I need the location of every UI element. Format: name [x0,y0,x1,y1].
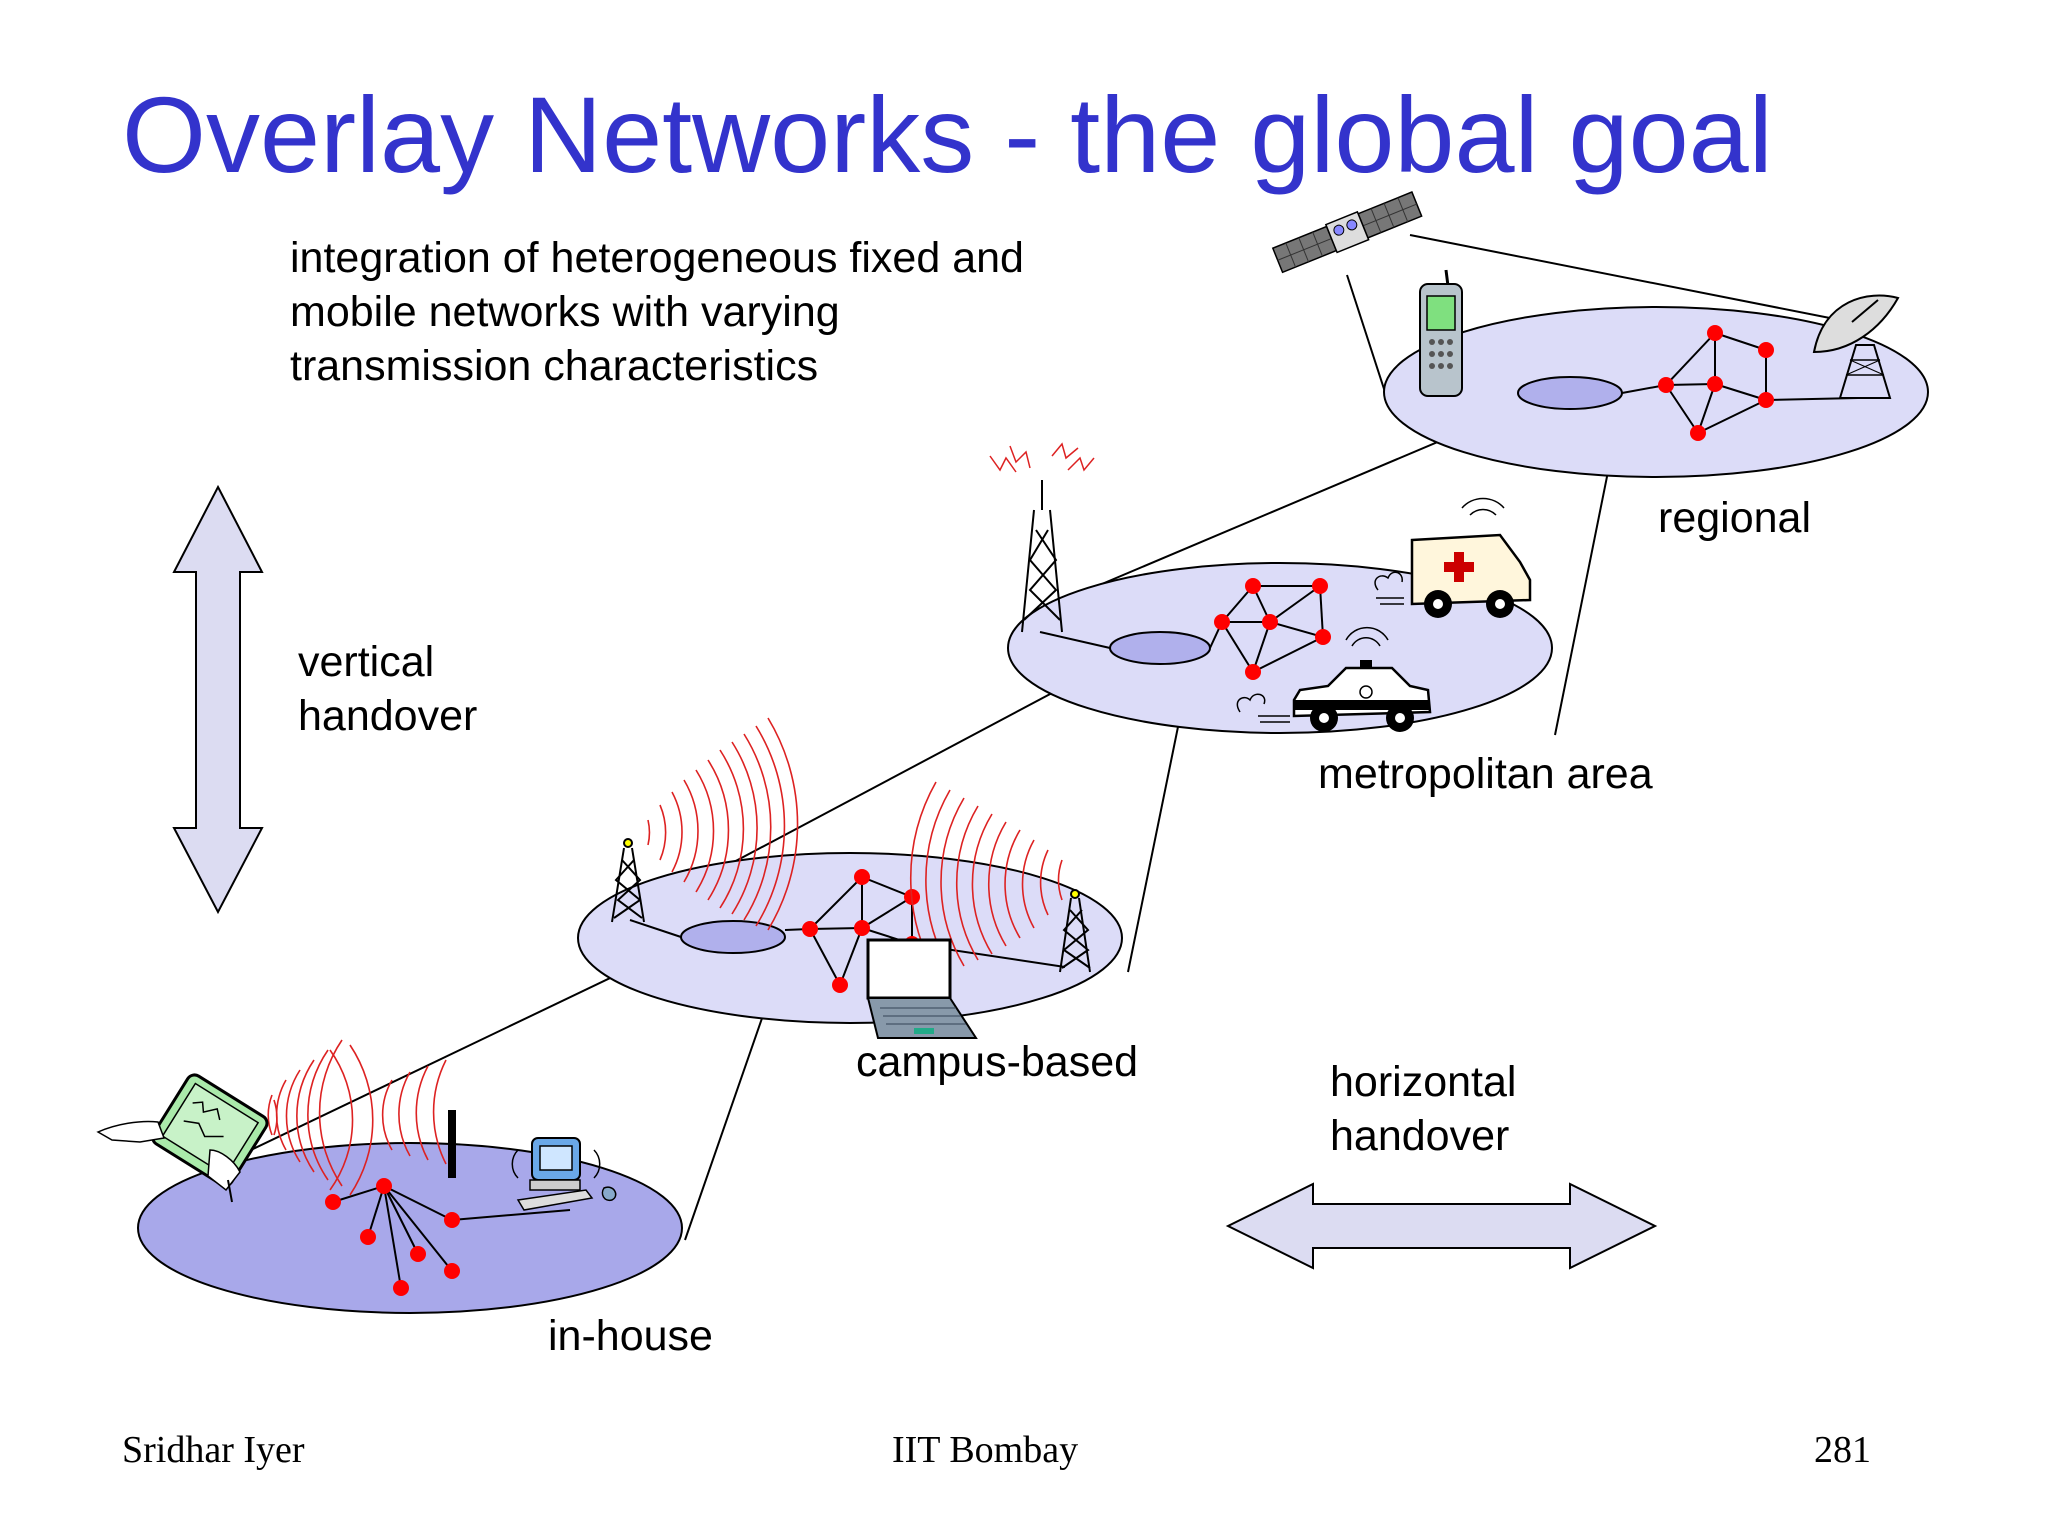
vertical-handover-label: vertical handover [298,636,477,744]
radio-tower-icon [989,442,1095,633]
campus-label: campus-based [856,1038,1139,1086]
footer-page-number: 281 [1814,1429,1871,1471]
subtitle-line: integration of heterogeneous fixed and [290,234,1024,282]
horizontal-handover-line: horizontal [1330,1058,1517,1106]
campus-network [577,852,1123,1024]
page-title: Overlay Networks - the global goal [122,74,1773,195]
horizontal-handover-label: horizontal handover [1330,1056,1516,1164]
inhouse-label: in-house [548,1312,713,1360]
radio-tower-icon [1059,889,1091,973]
footer-author: Sridhar Iyer [122,1429,305,1471]
vertical-arrow [172,484,264,915]
subtitle-line: transmission characteristics [290,341,819,390]
footer-institution: IIT Bombay [892,1429,1079,1471]
laptop-icon [866,938,978,1039]
horizontal-arrow [1225,1182,1658,1270]
dish-antenna-icon [1812,294,1900,399]
mobile-phone-icon [1419,269,1463,397]
police-car-icon [1236,626,1432,732]
metropolitan-label: metropolitan area [1318,750,1653,798]
vertical-handover-line: vertical [298,638,435,686]
tablet-pen-icon [96,1073,269,1203]
satellite-icon [1271,191,1423,274]
radio-waves [267,717,1063,1196]
radio-tower-icon [611,838,645,923]
ambulance-icon [1374,497,1532,618]
horizontal-handover-line: handover [1330,1111,1510,1160]
desktop-computer-icon [511,1137,617,1211]
regional-label: regional [1658,494,1811,542]
subtitle-line: mobile networks with varying [290,287,840,336]
vertical-handover-line: handover [298,691,478,740]
regional-network [1383,306,1929,478]
subtitle: integration of heterogeneous fixed and m… [290,232,1024,393]
